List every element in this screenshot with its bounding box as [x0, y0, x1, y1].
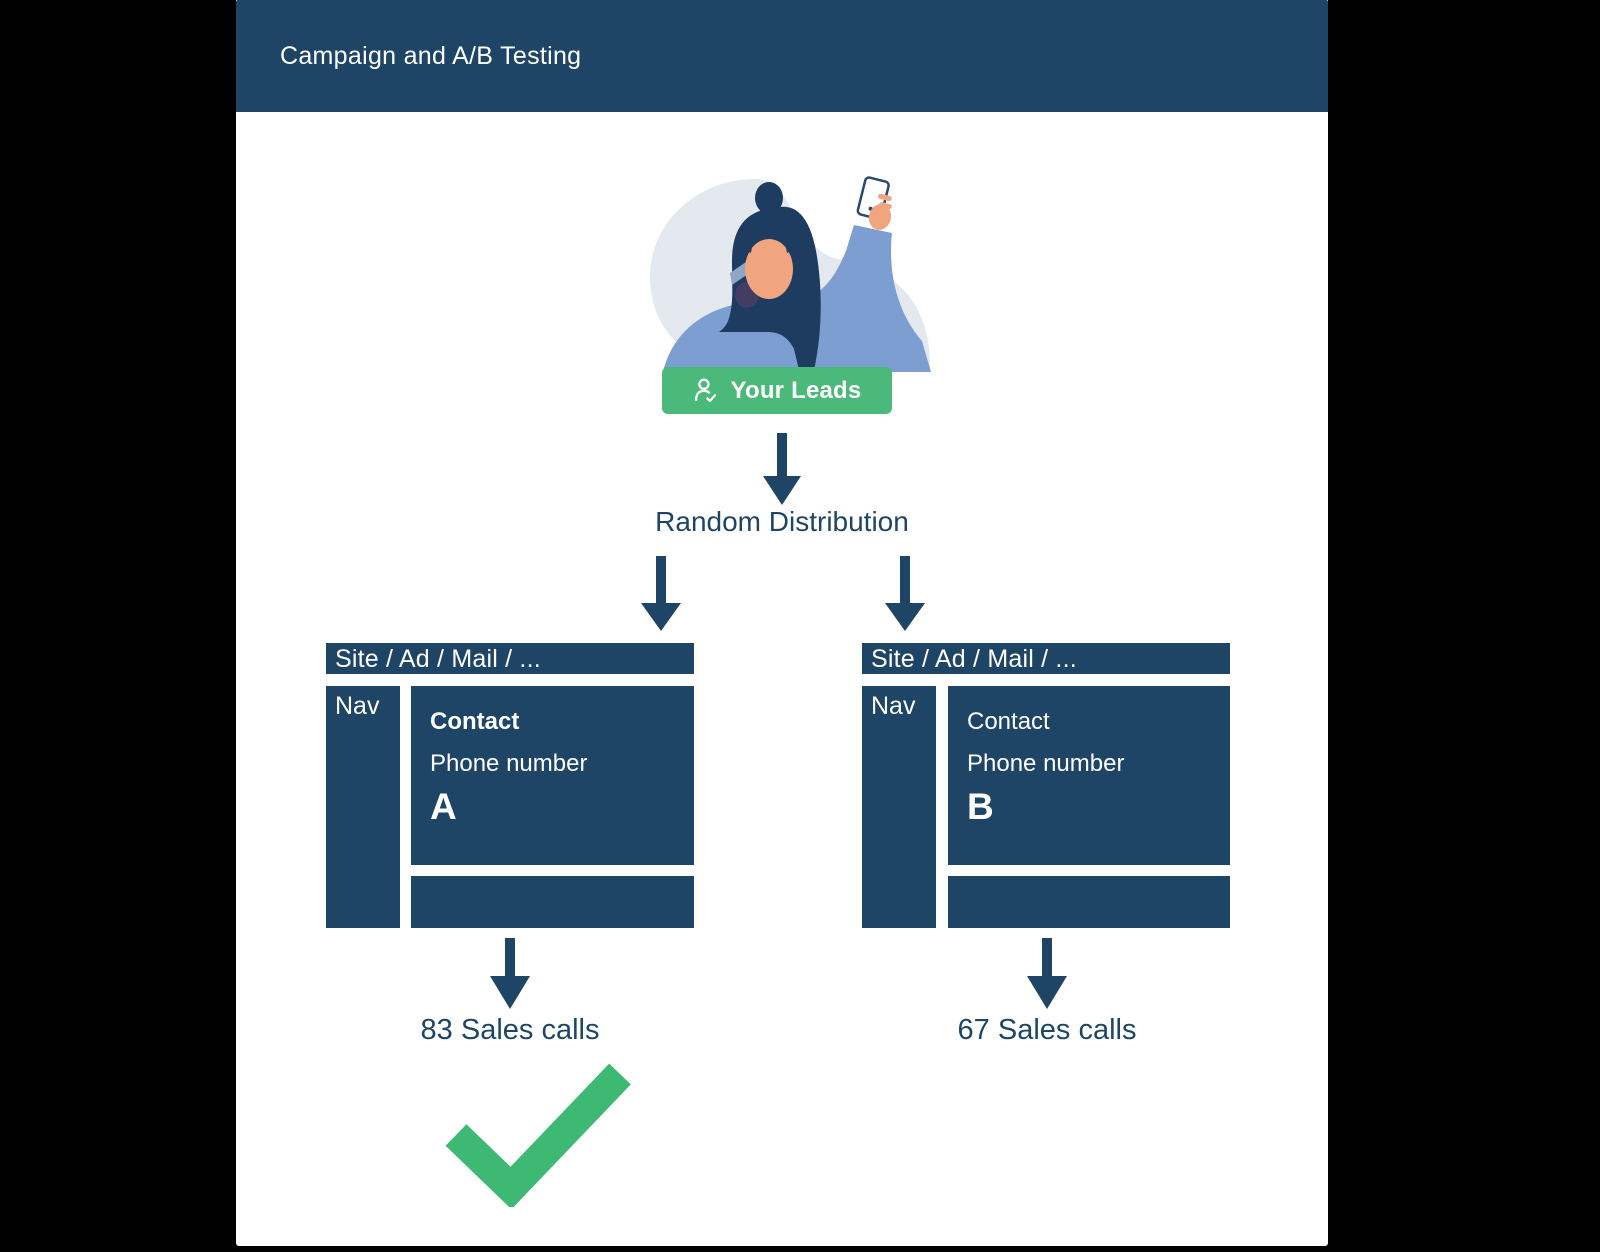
diagram-card: Campaign and A/B Testing	[236, 0, 1328, 1246]
woman-with-phone-illustration	[633, 173, 933, 372]
variant-a-result: 83 Sales calls	[420, 1014, 600, 1046]
variant-a-content-box: Contact Phone number A	[411, 686, 694, 865]
variant-b-contact-label: Contact	[967, 708, 1050, 735]
variant-b-nav-sidebar: Nav	[862, 686, 936, 928]
winner-checkmark-icon	[440, 1055, 636, 1212]
variant-a-browser-bar: Site / Ad / Mail / ...	[326, 643, 694, 674]
variant-a-nav-sidebar: Nav	[326, 686, 400, 928]
your-leads-button[interactable]: Your Leads	[662, 367, 892, 414]
variant-b-result: 67 Sales calls	[957, 1014, 1137, 1046]
variant-b-phone-label: Phone number	[967, 750, 1125, 777]
variant-b-content-box: Contact Phone number B	[948, 686, 1230, 865]
random-distribution-label: Random Distribution	[655, 506, 909, 537]
illustration-graphic	[649, 176, 931, 372]
page-title: Campaign and A/B Testing	[280, 42, 582, 70]
user-check-icon	[694, 378, 716, 403]
variant-a-phone-label: Phone number	[430, 750, 588, 777]
variant-a-footer-bar	[411, 876, 694, 928]
your-leads-label: Your Leads	[730, 376, 862, 404]
variant-b-footer-bar	[948, 876, 1230, 928]
variant-a-letter: A	[430, 786, 457, 827]
variant-a-contact-label: Contact	[430, 708, 520, 735]
variant-b-letter: B	[967, 786, 994, 827]
title-bar: Campaign and A/B Testing	[236, 0, 1328, 112]
variant-b-browser-bar: Site / Ad / Mail / ...	[862, 643, 1230, 674]
